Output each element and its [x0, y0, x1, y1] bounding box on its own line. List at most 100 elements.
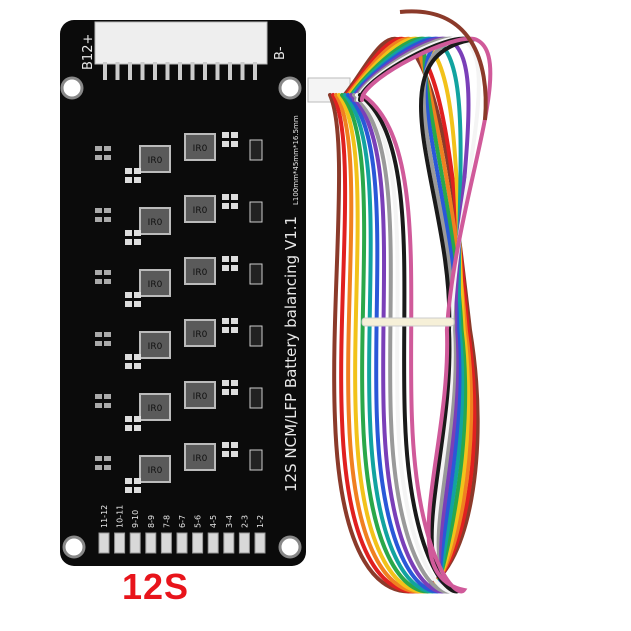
smd-component	[222, 203, 229, 209]
smd-component	[231, 256, 238, 262]
inductor: IR0	[184, 443, 216, 471]
smd-component	[222, 132, 229, 138]
connector-pin	[240, 62, 245, 80]
connector-pin	[128, 62, 132, 80]
balance-led	[223, 532, 235, 554]
inductor-label: IR0	[148, 218, 163, 228]
board-dimensions: L100mm*45mm*16.5mm	[292, 115, 300, 205]
smd-component	[95, 456, 102, 461]
mosfet	[249, 449, 263, 471]
smd-component	[104, 332, 111, 337]
smd-component	[222, 318, 229, 324]
inductor-label: IR0	[193, 268, 208, 278]
inductor: IR0	[139, 269, 171, 297]
smd-component	[231, 194, 238, 200]
pin-label: 9-10	[131, 510, 140, 528]
smd-component	[104, 394, 111, 399]
connector-pin	[140, 62, 145, 80]
balance-led	[207, 532, 219, 554]
connector-pin	[115, 62, 120, 80]
smd-component	[125, 363, 132, 369]
smd-component	[231, 451, 238, 457]
smd-component	[231, 132, 238, 138]
smd-component	[95, 341, 102, 346]
smd-component	[222, 380, 229, 386]
inductor-label: IR0	[193, 206, 208, 216]
smd-component	[222, 256, 229, 262]
balance-led	[145, 532, 157, 554]
inductor-label: IR0	[193, 330, 208, 340]
pin-label: 6-7	[178, 515, 187, 528]
smd-component	[95, 208, 102, 213]
mosfet	[249, 139, 263, 161]
mounting-holes	[60, 76, 302, 559]
smd-component	[231, 265, 238, 271]
smd-component	[104, 270, 111, 275]
inductor-label: IR0	[193, 392, 208, 402]
wire-harness	[307, 9, 493, 594]
b12-plus-label: B12+	[81, 34, 96, 70]
connector-pin	[228, 62, 232, 80]
smd-component	[134, 363, 141, 369]
inductor: IR0	[139, 207, 171, 235]
smd-component	[104, 341, 111, 346]
smd-component	[125, 354, 132, 360]
smd-component	[95, 394, 102, 399]
balance-led	[192, 532, 204, 554]
smd-component	[125, 239, 132, 245]
smd-component	[95, 403, 102, 408]
balance-led	[160, 532, 172, 554]
inductor-label: IR0	[148, 280, 163, 290]
smd-component	[231, 327, 238, 333]
inductor: IR0	[184, 195, 216, 223]
connector-pin	[103, 62, 107, 80]
smd-component	[95, 155, 102, 160]
smd-component	[231, 380, 238, 386]
inductor: IR0	[139, 145, 171, 173]
connector-pin	[253, 62, 257, 80]
inductor-label: IR0	[148, 404, 163, 414]
board-title: 12S NCM/LFP Battery balancing V1.1	[282, 216, 300, 492]
inductor-label: IR0	[193, 454, 208, 464]
inductor: IR0	[184, 319, 216, 347]
connector-pin	[153, 62, 157, 80]
smd-component	[134, 239, 141, 245]
pin-label: 5-6	[194, 515, 203, 528]
smd-component	[125, 416, 132, 422]
balance-led	[129, 532, 141, 554]
wire	[360, 36, 493, 594]
pin-label: 11-12	[100, 505, 109, 528]
inductor: IR0	[139, 331, 171, 359]
wire	[399, 9, 488, 121]
pcb-board	[60, 20, 306, 566]
smd-component	[104, 279, 111, 284]
connector-pin	[203, 62, 207, 80]
smd-component	[222, 327, 229, 333]
smd-component	[222, 442, 229, 448]
smd-component	[125, 230, 132, 236]
smd-component	[95, 146, 102, 151]
inductor-label: IR0	[148, 156, 163, 166]
pin-label: 3-4	[225, 515, 234, 528]
smd-component	[222, 451, 229, 457]
smd-component	[125, 177, 132, 183]
smd-component	[125, 168, 132, 174]
smd-component	[134, 354, 141, 360]
smd-component	[104, 155, 111, 160]
smd-component	[222, 389, 229, 395]
mosfet	[249, 387, 263, 409]
mosfet	[249, 325, 263, 347]
smd-component	[95, 332, 102, 337]
smd-component	[95, 217, 102, 222]
mosfet	[249, 201, 263, 223]
smd-component	[231, 141, 238, 147]
balance-led	[176, 532, 188, 554]
balance-led	[254, 532, 266, 554]
smd-component	[104, 146, 111, 151]
inductor-label: IR0	[148, 342, 163, 352]
balance-led	[238, 532, 250, 554]
smd-component	[134, 177, 141, 183]
